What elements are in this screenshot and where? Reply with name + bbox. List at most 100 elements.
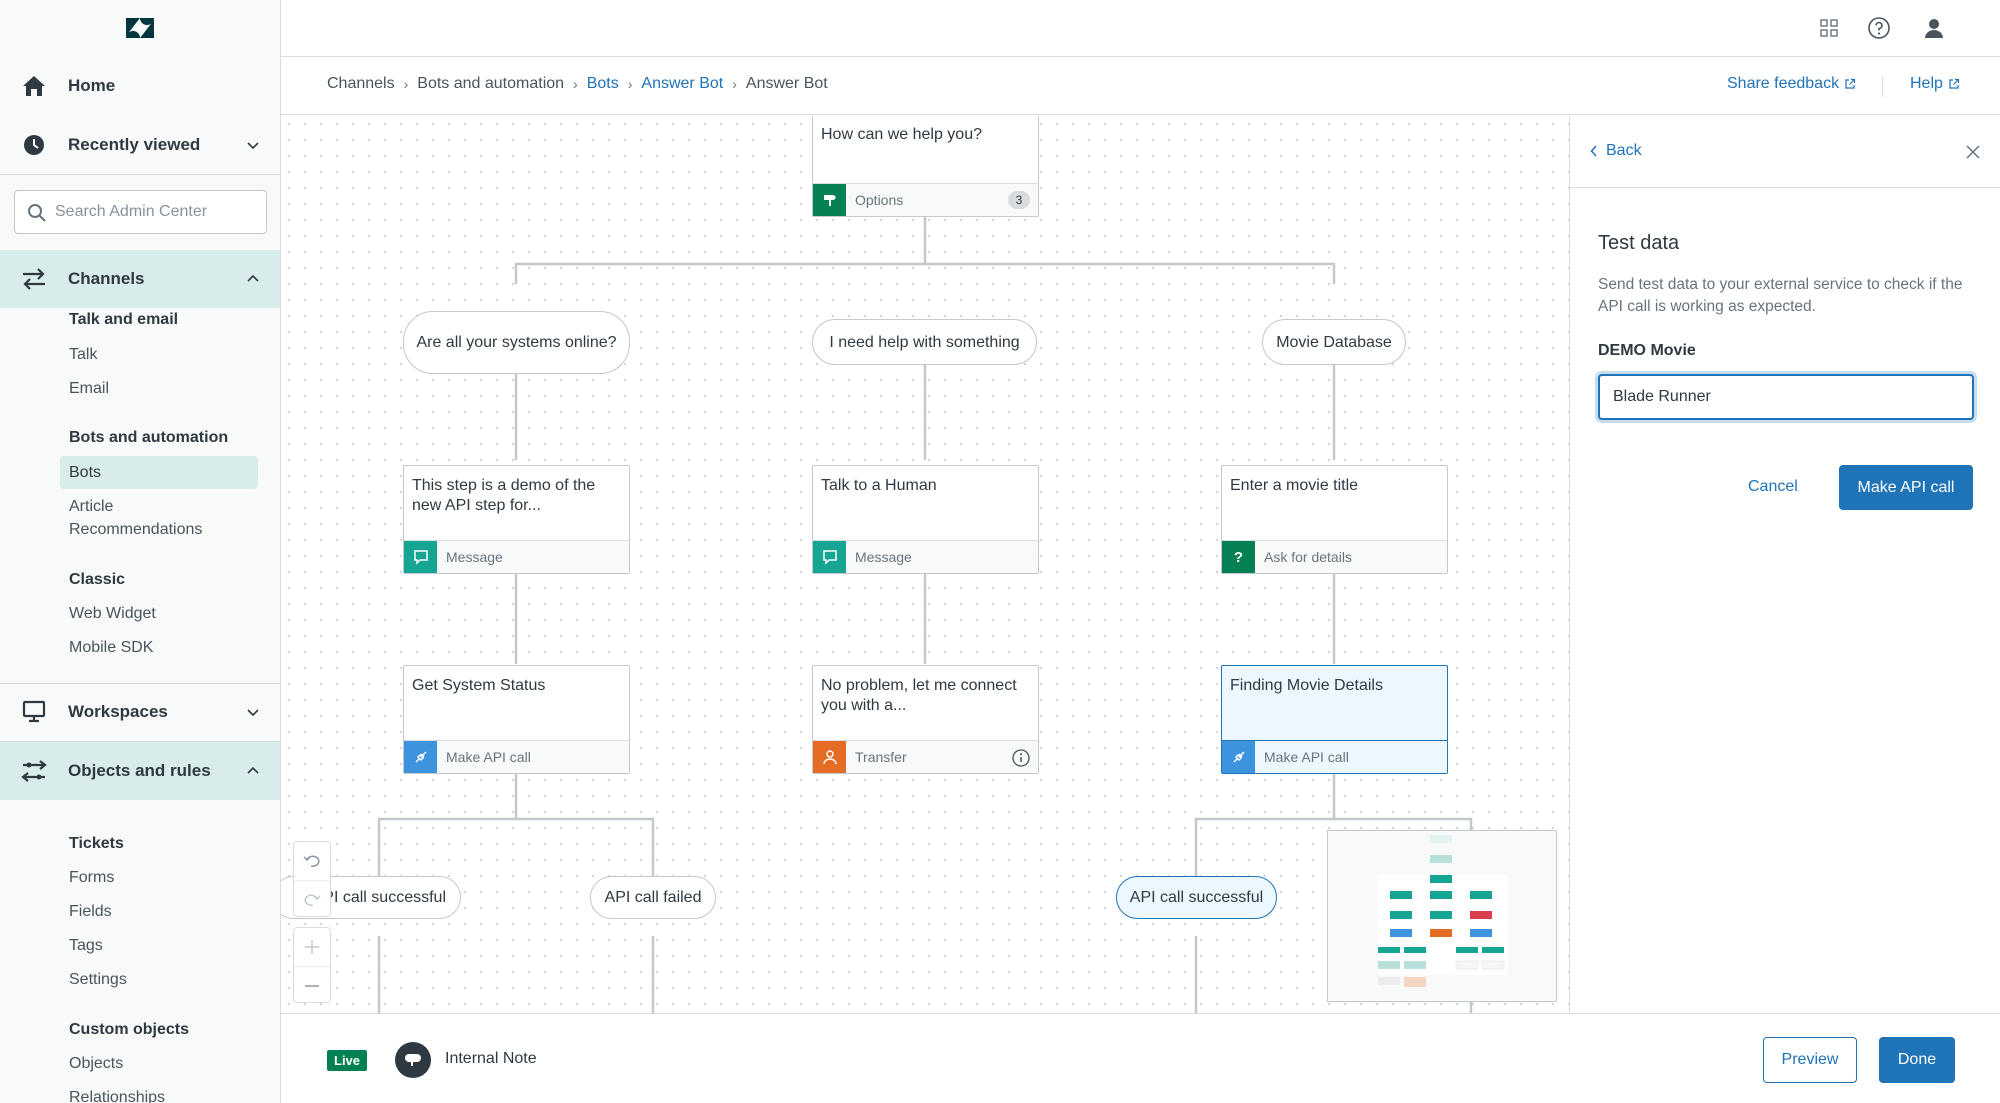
sidebar-item-tags[interactable]: Tags (69, 937, 103, 954)
node-text: Enter a movie title (1230, 477, 1359, 494)
flow-option-need-help[interactable]: I need help with something (812, 319, 1037, 365)
top-bar (281, 0, 2000, 57)
breadcrumb-bots-automation[interactable]: Bots and automation (417, 75, 565, 92)
flow-option-api-failed[interactable]: API call failed (590, 876, 716, 919)
zoom-in-icon[interactable] (294, 928, 330, 966)
search-icon (28, 204, 46, 222)
divider (0, 174, 280, 175)
breadcrumb-current: Answer Bot (745, 75, 828, 92)
sidebar-item-bots[interactable]: Bots (60, 456, 258, 489)
chevron-up-icon[interactable] (245, 763, 261, 779)
node-text: Talk to a Human (821, 477, 937, 494)
nav-workspaces[interactable]: Workspaces (0, 683, 280, 741)
sidebar-item-objects[interactable]: Objects (69, 1055, 124, 1072)
nav-channels[interactable]: Channels (0, 250, 280, 308)
divider (1882, 77, 1883, 97)
breadcrumb-bots[interactable]: Bots (586, 75, 619, 92)
api-plug-icon (1222, 741, 1255, 773)
message-icon (404, 541, 437, 573)
preview-button[interactable]: Preview (1763, 1037, 1857, 1083)
nav-workspaces-label: Workspaces (68, 702, 168, 721)
node-type: Ask for details (1264, 549, 1352, 565)
zendesk-logo[interactable] (124, 12, 156, 44)
breadcrumb-answer-bot[interactable]: Answer Bot (641, 75, 724, 92)
node-type: Transfer (855, 749, 907, 765)
nav-recently-viewed[interactable]: Recently viewed (0, 116, 280, 174)
sidebar-item-mobile-sdk[interactable]: Mobile SDK (69, 639, 154, 656)
search-input[interactable] (55, 199, 255, 225)
zoom-controls (293, 927, 331, 1003)
chevron-down-icon[interactable] (245, 704, 261, 720)
options-icon (813, 184, 846, 216)
cancel-button[interactable]: Cancel (1748, 478, 1798, 495)
search-box[interactable] (14, 190, 267, 234)
node-footer: Options 3 (813, 183, 1038, 216)
nav-objects-and-rules[interactable]: Objects and rules (0, 742, 280, 800)
flow-node-movie-details[interactable]: Finding Movie Details Make API call (1221, 665, 1448, 774)
user-icon[interactable] (1920, 14, 1948, 42)
node-footer: Transfer (813, 740, 1038, 773)
nav-recently-viewed-label: Recently viewed (68, 135, 201, 154)
back-button[interactable]: Back (1590, 142, 1642, 160)
flow-option-systems-online[interactable]: Are all your systems online? (403, 311, 630, 374)
make-api-call-button[interactable]: Make API call (1839, 465, 1973, 510)
group-heading: Bots and automation (69, 429, 229, 446)
nav-home[interactable]: Home (0, 57, 280, 115)
flow-node-greeting[interactable]: How can we help you? Options 3 (812, 116, 1039, 217)
close-icon[interactable] (1965, 144, 1981, 160)
panel-description: Send test data to your external service … (1598, 276, 1963, 315)
node-footer: Make API call (1222, 740, 1447, 773)
clock-icon (20, 131, 48, 159)
flow-node-demo-message[interactable]: This step is a demo of the new API step … (403, 465, 630, 574)
flow-option-movie-database[interactable]: Movie Database (1262, 319, 1406, 365)
flow-canvas[interactable]: How can we help you? Options 3 Are all y… (281, 116, 1569, 1013)
node-text: Get System Status (412, 677, 546, 694)
help-link[interactable]: Help (1910, 75, 1960, 93)
chevron-up-icon[interactable] (245, 271, 261, 287)
sidebar-item-article-recommendations[interactable]: Article Recommendations (69, 498, 203, 538)
done-button[interactable]: Done (1879, 1037, 1955, 1083)
redo-icon[interactable] (294, 880, 330, 918)
flow-node-enter-title[interactable]: Enter a movie title ? Ask for details (1221, 465, 1448, 574)
question-icon[interactable] (1865, 14, 1893, 42)
nav-objects-label: Objects and rules (68, 761, 211, 780)
node-type: Message (446, 549, 503, 565)
test-data-panel: Back Test data Send test data to your ex… (1569, 116, 2000, 1013)
options-count-badge: 3 (1008, 191, 1030, 209)
chevron-down-icon[interactable] (245, 137, 261, 153)
breadcrumb-channels[interactable]: Channels (327, 75, 395, 92)
question-mark-icon: ? (1222, 541, 1255, 573)
sidebar-item-talk[interactable]: Talk (69, 346, 98, 363)
sidebar-item-forms[interactable]: Forms (69, 869, 115, 886)
info-icon[interactable] (1012, 749, 1030, 767)
bot-name: Internal Note (445, 1050, 537, 1067)
flow-connectors (377, 217, 1473, 1013)
external-link-icon (1949, 78, 1960, 89)
sidebar-item-relationships[interactable]: Relationships (69, 1089, 166, 1103)
panel-title: Test data (1598, 232, 1680, 254)
sidebar-item-email[interactable]: Email (69, 380, 110, 397)
undo-icon[interactable] (294, 842, 330, 880)
flow-node-talk-human[interactable]: Talk to a Human Message (812, 465, 1039, 574)
node-footer: Make API call (404, 740, 629, 773)
chevron-right-icon: › (732, 76, 737, 92)
field-label: DEMO Movie (1598, 342, 1696, 359)
chevron-left-icon (1590, 145, 1597, 157)
sidebar-item-fields[interactable]: Fields (69, 903, 112, 920)
grid-icon[interactable] (1815, 14, 1843, 42)
node-footer: Message (404, 540, 629, 573)
minimap[interactable] (1327, 830, 1557, 1002)
sidebar-item-web-widget[interactable]: Web Widget (69, 605, 156, 622)
status-badge: Live (327, 1050, 368, 1071)
demo-movie-input[interactable] (1598, 374, 1974, 420)
sidebar-item-settings[interactable]: Settings (69, 971, 127, 988)
transfer-person-icon (813, 741, 846, 773)
group-heading: Custom objects (69, 1021, 190, 1038)
share-feedback-link[interactable]: Share feedback (1727, 75, 1856, 93)
flow-node-system-status[interactable]: Get System Status Make API call (403, 665, 630, 774)
divider (0, 741, 280, 742)
flow-option-api-success-right[interactable]: API call successful (1116, 876, 1277, 919)
zoom-out-icon[interactable] (294, 966, 330, 1004)
node-text: This step is a demo of the new API step … (412, 477, 596, 514)
flow-node-no-problem[interactable]: No problem, let me connect you with a...… (812, 665, 1039, 774)
